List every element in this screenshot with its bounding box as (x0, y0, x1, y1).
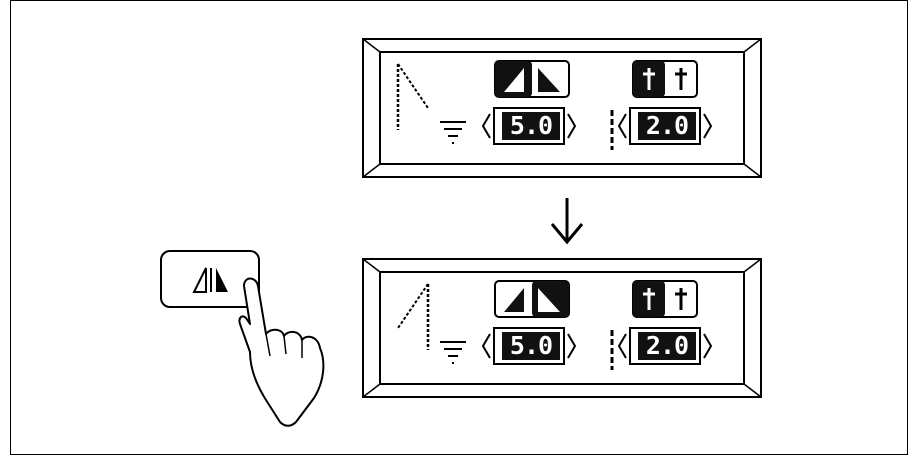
pointing-hand-icon (226, 272, 336, 432)
lcd-panel-after: 5.0 2.0 (362, 258, 762, 398)
stitch-width-icon (438, 334, 468, 374)
stitch-width-value: 5.0 (502, 112, 560, 140)
stitch-length-value: 2.0 (638, 112, 696, 140)
stitch-length-value: 2.0 (638, 332, 696, 360)
down-arrow-icon (546, 196, 588, 246)
mirror-toggle-icon (494, 280, 570, 318)
stitch-pattern-icon (390, 60, 440, 140)
needle-position-icon (632, 60, 698, 98)
stitch-pattern-mirrored-icon (390, 280, 440, 360)
stitch-width-value: 5.0 (502, 332, 560, 360)
mirror-toggle-icon (494, 60, 570, 98)
needle-position-icon (632, 280, 698, 318)
stitch-width-icon (438, 114, 468, 154)
lcd-panel-before: 5.0 2.0 (362, 38, 762, 178)
mirror-image-key-icon (192, 266, 230, 294)
